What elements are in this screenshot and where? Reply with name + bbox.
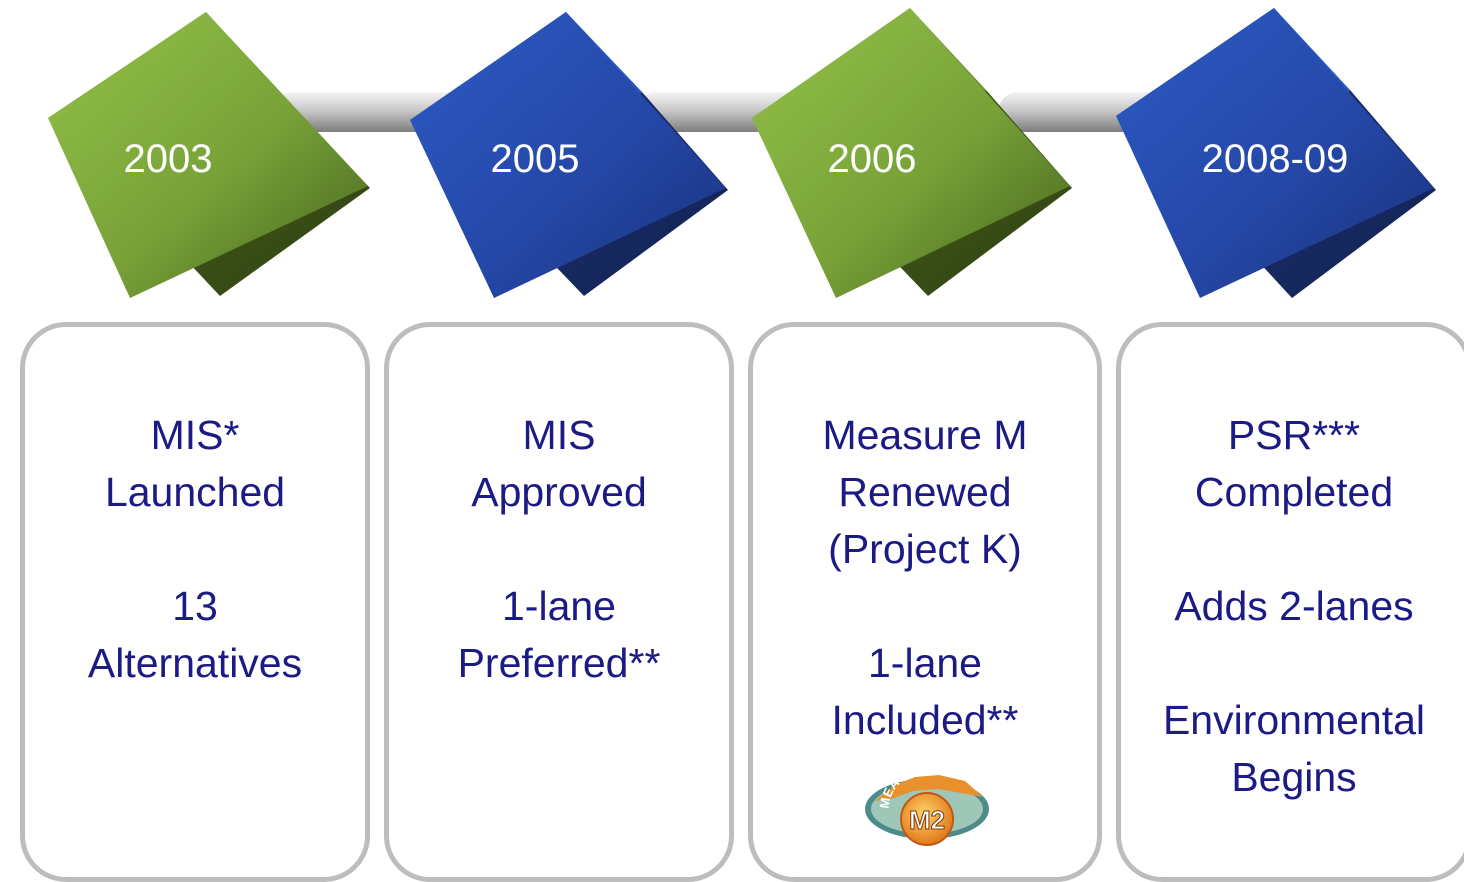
connector-rods: [272, 92, 1194, 132]
measure-m2-logo: MEASURE M2: [865, 759, 989, 846]
year-cube-2008-09: 2008-09: [1116, 8, 1436, 298]
card-line: Approved: [471, 469, 647, 515]
milestone-card-2008-09: PSR*** Completed Adds 2-lanes Environmen…: [1116, 322, 1464, 882]
card-line: Adds 2-lanes: [1174, 583, 1414, 629]
milestone-description: MIS* Launched 13 Alternatives: [25, 407, 365, 692]
card-line: Environmental: [1162, 697, 1426, 743]
milestone-card-2006: Measure M Renewed (Project K) 1-lane Inc…: [748, 322, 1102, 882]
card-line: 1-lane: [502, 583, 616, 629]
milestone-description: PSR*** Completed Adds 2-lanes Environmen…: [1121, 407, 1464, 806]
card-line: MIS*: [150, 412, 240, 458]
year-cube-2006: 2006: [752, 8, 1072, 298]
card-line: (Project K): [828, 526, 1022, 572]
card-line: Alternatives: [87, 640, 303, 686]
milestone-description: Measure M Renewed (Project K) 1-lane Inc…: [753, 407, 1097, 749]
card-line: Measure M: [822, 412, 1028, 458]
logo-badge-text: M2: [909, 805, 945, 835]
card-line: Begins: [1231, 754, 1357, 800]
card-line: Completed: [1194, 469, 1394, 515]
card-line: Included**: [831, 697, 1019, 743]
milestone-description: MIS Approved 1-lane Preferred**: [389, 407, 729, 692]
year-label: 2008-09: [1202, 137, 1349, 181]
card-line: 1-lane: [868, 640, 982, 686]
card-line: Preferred**: [457, 640, 661, 686]
card-line: Renewed: [838, 469, 1012, 515]
year-cube-2005: 2005: [410, 12, 728, 298]
milestone-card-2003: MIS* Launched 13 Alternatives: [20, 322, 370, 882]
card-line: Launched: [104, 469, 286, 515]
card-line: MIS: [522, 412, 596, 458]
card-line: PSR***: [1227, 412, 1361, 458]
year-label: 2005: [491, 137, 580, 181]
card-line: 13: [172, 583, 218, 629]
year-cube-2003: 2003: [48, 12, 370, 298]
year-label: 2003: [124, 137, 213, 181]
year-label: 2006: [828, 137, 917, 181]
milestone-card-2005: MIS Approved 1-lane Preferred**: [384, 322, 734, 882]
